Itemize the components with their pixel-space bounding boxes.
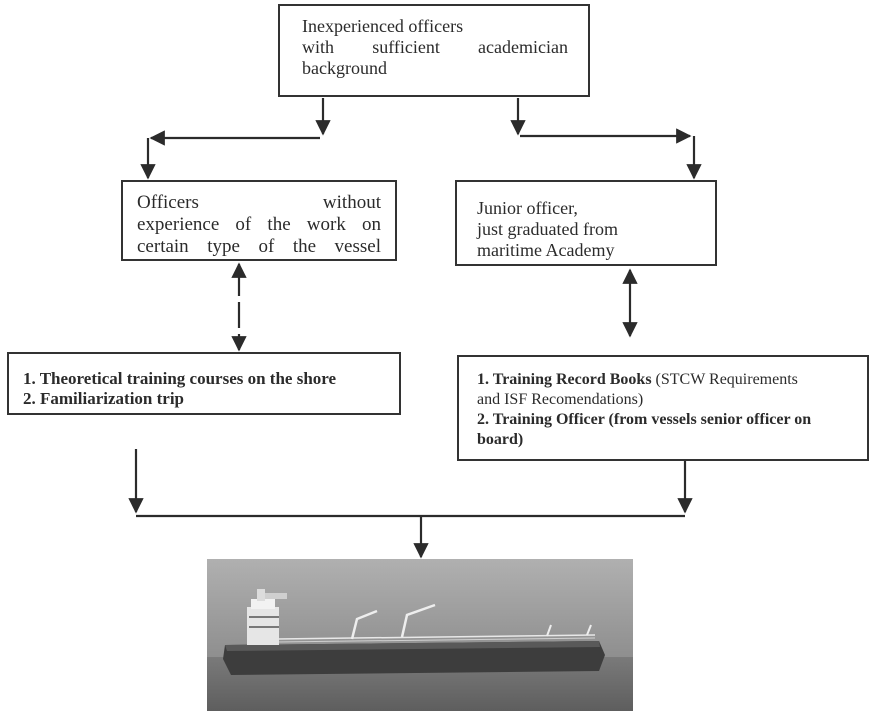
bottom-right-item1-rest: (STCW Requirements — [651, 371, 798, 388]
bottom-right-item1: 1. Training Record Books (STCW Requireme… — [477, 370, 859, 390]
ship-silhouette — [223, 589, 605, 675]
bottom-left-item2: 2. Familiarization trip — [23, 389, 185, 408]
top-box-inexperienced-officers: Inexperienced officers with sufficient a… — [278, 4, 590, 97]
bottom-right-item2: 2. Training Officer (from vessels senior… — [477, 411, 812, 448]
top-box-line3: background — [302, 58, 387, 78]
top-box-line2: with sufficient academician — [302, 37, 568, 57]
right-box-line3: maritime Academy — [477, 240, 615, 260]
top-box-line1: Inexperienced officers — [302, 16, 464, 36]
bottom-left-item1: 1. Theoretical training courses on the s… — [23, 369, 337, 388]
right-box-line2: just graduated from — [477, 219, 618, 239]
bottom-left-box-training: 1. Theoretical training courses on the s… — [7, 352, 401, 415]
left-box-officers-without-experience: Officers without experience of the work … — [121, 180, 397, 261]
tanker-ship-photo — [207, 559, 633, 711]
left-box-line3: certain type of the vessel — [137, 236, 381, 257]
bottom-right-item1-line2: and ISF Recomendations) — [477, 391, 644, 408]
right-box-line1: Junior officer, — [477, 198, 578, 218]
left-box-line1: Officers without — [137, 192, 381, 213]
left-box-line2: experience of the work on — [137, 214, 381, 235]
bottom-right-box-training: 1. Training Record Books (STCW Requireme… — [457, 355, 869, 461]
right-box-junior-officer: Junior officer, just graduated from mari… — [455, 180, 717, 266]
bottom-right-item1-bold: 1. Training Record Books — [477, 371, 652, 388]
